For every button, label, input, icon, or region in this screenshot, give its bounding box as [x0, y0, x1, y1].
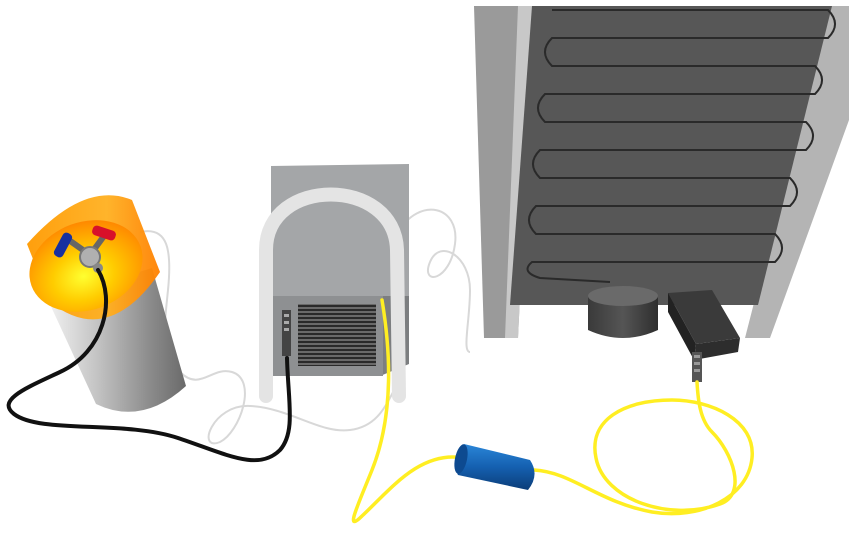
filter-drier	[452, 443, 535, 490]
refrigerator-condenser-coil	[474, 6, 849, 338]
compressor	[588, 286, 658, 338]
recovery-unit-grill	[298, 304, 376, 366]
